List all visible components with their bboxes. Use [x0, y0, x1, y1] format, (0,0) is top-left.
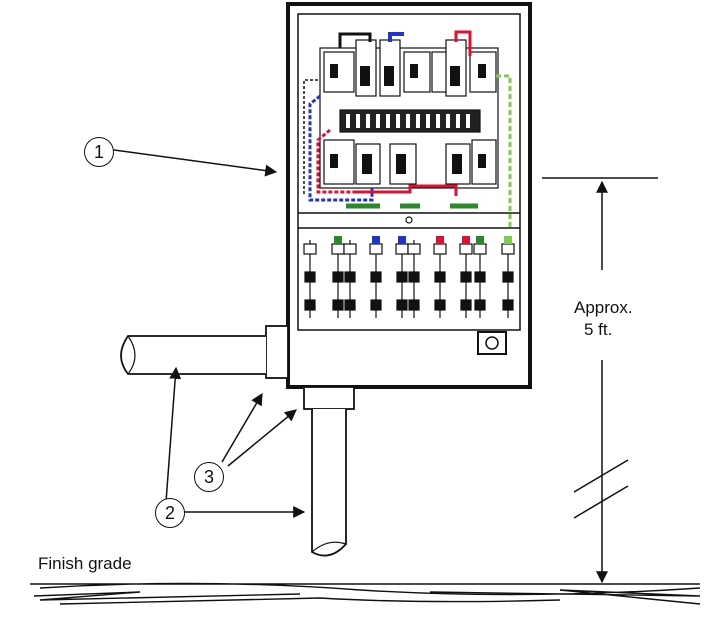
terminal-8	[459, 240, 473, 318]
break-mark-1	[573, 459, 629, 493]
meter-block	[319, 39, 499, 189]
terminal-9	[473, 240, 487, 318]
wire-black	[338, 32, 372, 48]
terminal-wire-colors	[334, 236, 512, 244]
terminal-7	[433, 240, 447, 318]
break-mark-2	[573, 485, 629, 519]
terminal-5	[395, 240, 409, 318]
wire-black-left	[303, 79, 318, 196]
wire-red-bottom	[356, 184, 458, 196]
terminal-6	[407, 240, 421, 318]
terminal-strip	[303, 240, 515, 318]
callout-2: 2	[155, 498, 185, 528]
callout-3-arrow-b	[227, 409, 297, 467]
finish-grade-ground	[30, 582, 701, 605]
wire-red-left	[316, 128, 356, 194]
bottom-conduit-fitting	[303, 386, 355, 410]
divider-screw	[405, 216, 413, 224]
terminal-3	[343, 240, 357, 318]
side-conduit-fitting	[265, 325, 289, 379]
terminal-1	[303, 240, 317, 318]
callout-3-arrow-a	[221, 392, 263, 463]
height-label-line2: 5 ft.	[582, 320, 615, 340]
receptacle	[477, 331, 507, 355]
height-label-line1: Approx.	[572, 298, 635, 318]
finish-grade-label: Finish grade	[38, 554, 132, 573]
breaker-handles	[330, 64, 486, 174]
bottom-conduit-end	[311, 541, 347, 553]
cabinet-inner-frame	[297, 13, 521, 331]
wire-lightgreen-right	[496, 74, 512, 230]
wire-red-top	[454, 30, 472, 56]
side-conduit-pipe	[120, 335, 266, 375]
terminal-2	[331, 240, 345, 318]
wire-blue-left	[308, 94, 374, 202]
callout-3: 3	[194, 462, 224, 492]
callout-1: 1	[84, 137, 114, 167]
bus-bar-teeth	[346, 114, 470, 128]
terminal-4	[369, 240, 383, 318]
callout-1-arrow	[113, 149, 278, 177]
callout-2-arrow-a	[165, 366, 182, 503]
wire-blue-top	[388, 32, 404, 42]
side-conduit-end	[127, 335, 136, 375]
bottom-conduit-pipe	[311, 409, 347, 557]
terminal-10	[501, 240, 515, 318]
receptacle-face	[485, 336, 499, 350]
